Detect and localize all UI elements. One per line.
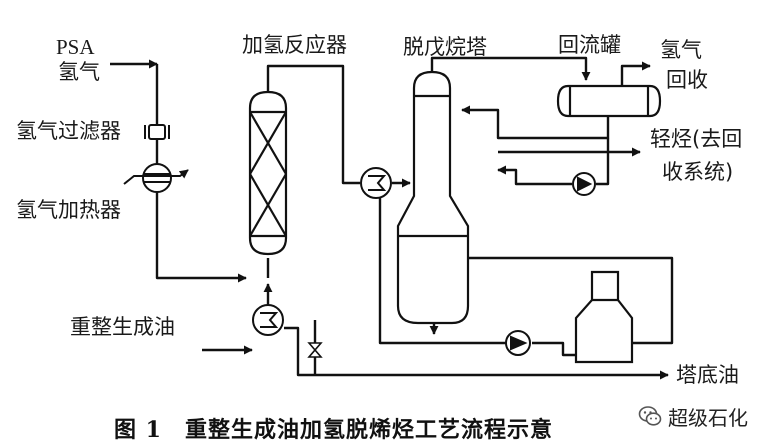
lower-heat-exchanger	[252, 304, 284, 336]
hydrogen-recovery-label-line1: 氢气	[660, 38, 702, 62]
bypass-valve	[307, 342, 323, 358]
hydrogenation-reactor	[248, 90, 288, 256]
reformate-label: 重整生成油	[70, 315, 175, 339]
hydrogen-heater-label: 氢气加热器	[16, 198, 121, 222]
reflux-drum-label: 回流罐	[558, 33, 621, 57]
bottoms-pump	[505, 330, 531, 356]
hydrogen-filter-label: 氢气过滤器	[16, 119, 121, 143]
reboiler	[574, 270, 634, 364]
reactor-label: 加氢反应器	[242, 33, 347, 57]
overhead-vapor-line	[430, 56, 591, 81]
light-hydrocarbon-label-line1: 轻烃(去回	[650, 127, 743, 151]
reactor-outlet-line	[266, 64, 360, 185]
drum-pump-return	[497, 165, 572, 186]
column-label: 脱戊烷塔	[403, 35, 487, 59]
upper-heat-exchanger	[360, 167, 392, 199]
hydrogen-label: 氢气	[58, 60, 100, 84]
light-hydrocarbon-label-line2: 收系统)	[662, 160, 734, 184]
depentanizer-column	[396, 70, 470, 325]
bottoms-label: 塔底油	[676, 363, 739, 387]
bottoms-product-line	[284, 326, 669, 380]
hydrogen-recovery-label-line2: 回收	[666, 68, 708, 92]
reflux-drum	[556, 84, 662, 118]
drum-pump-loop	[596, 138, 610, 186]
reflux-line	[461, 105, 610, 140]
hx-return-line	[378, 198, 434, 345]
reflux-pump	[572, 172, 596, 196]
figure-caption: 图 1 重整生成油加氢脱烯烃工艺流程示意	[114, 417, 553, 443]
watermark-text: 超级石化	[668, 405, 748, 430]
reboiler-return-line	[468, 256, 674, 345]
wechat-logo-icon	[638, 406, 662, 426]
hydrogen-recovery-line	[620, 61, 651, 88]
hydrogen-heater	[123, 163, 189, 193]
pump-to-reboiler-line	[532, 341, 576, 357]
hydrogen-supply-line	[155, 64, 247, 283]
watermark: 超级石化	[638, 402, 748, 430]
psa-label: PSA	[56, 35, 95, 59]
hydrogen-filter	[144, 124, 170, 140]
